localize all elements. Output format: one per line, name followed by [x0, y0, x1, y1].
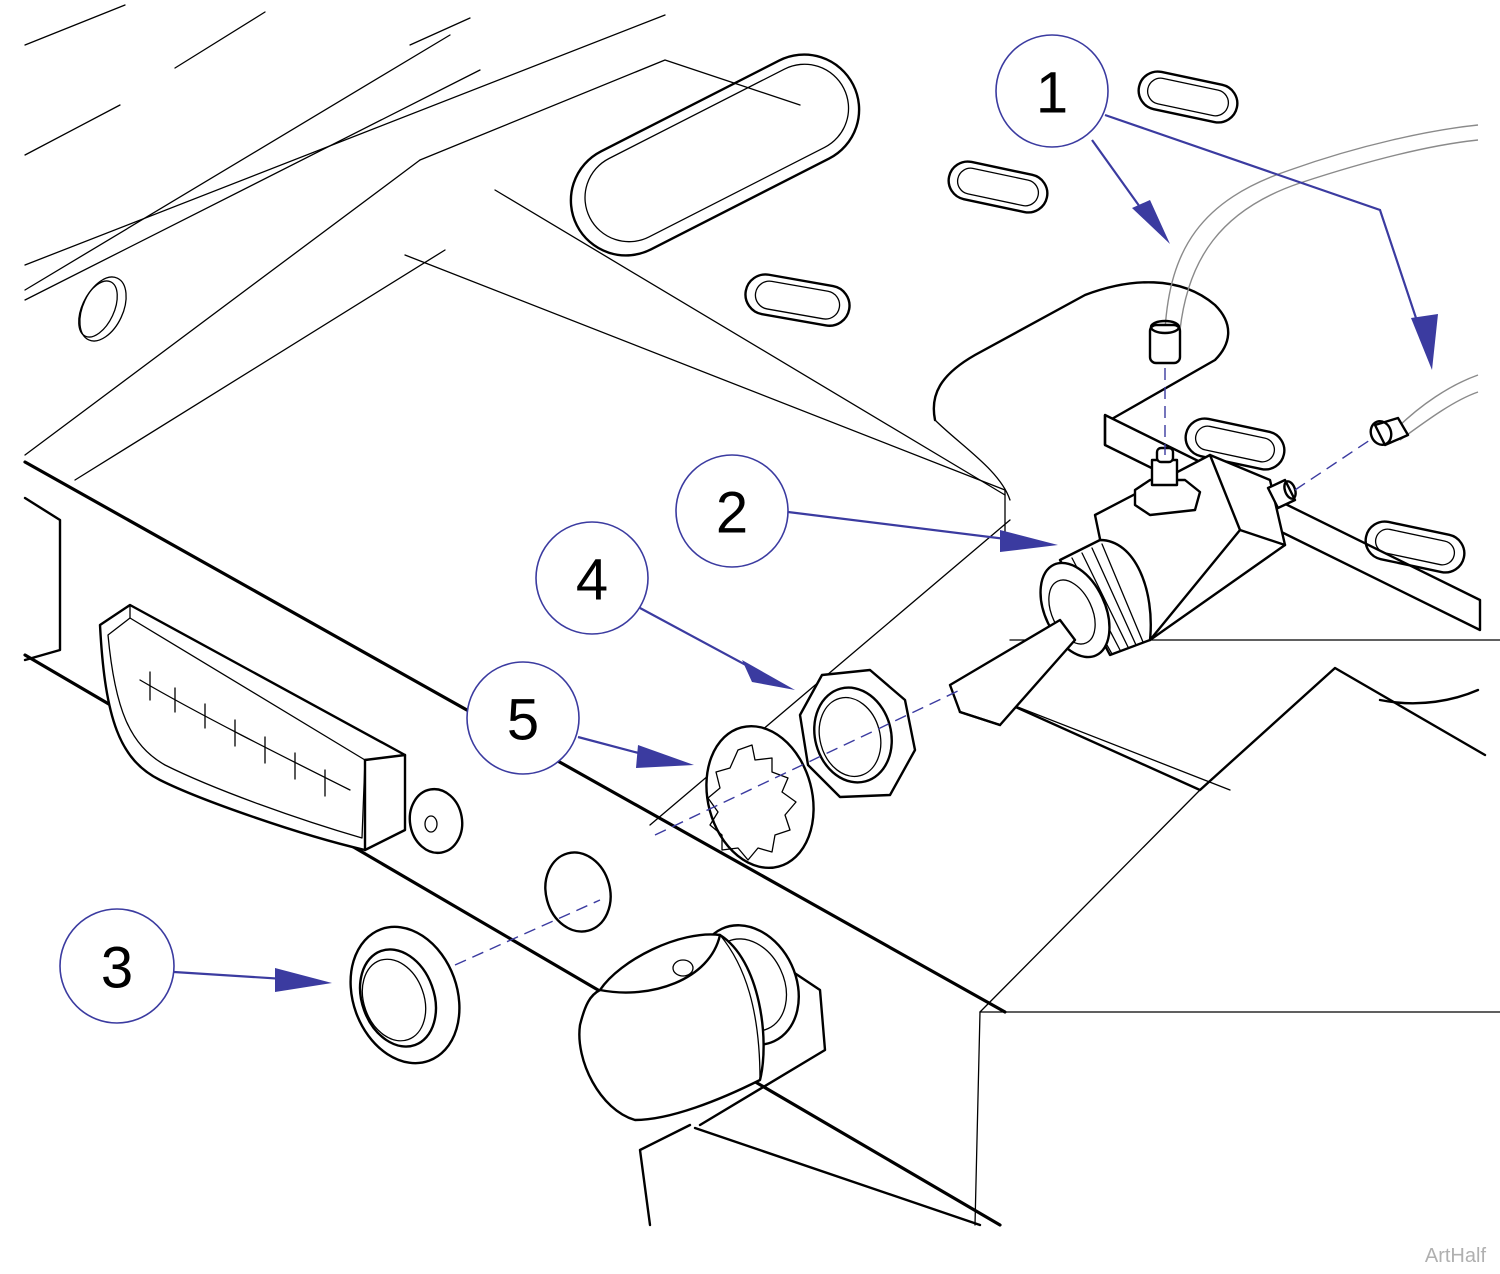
callout-label-5: 5	[507, 688, 539, 753]
callout-label-1: 1	[1036, 61, 1068, 126]
callout-4: 4	[535, 521, 795, 690]
callout-5: 5	[466, 661, 694, 775]
panel-hole	[544, 851, 612, 933]
part-2-toggle-valve	[948, 446, 1297, 727]
assembly-axis-lines	[454, 368, 1371, 966]
callout-label-4: 4	[576, 548, 608, 613]
part-5-lock-washer	[705, 724, 815, 870]
indicator-lamp	[408, 787, 464, 855]
watermark-text: ArtHalf	[1424, 1245, 1486, 1267]
part-3-bushing	[349, 925, 461, 1065]
callout-1: 1	[995, 34, 1438, 370]
part-1-tubing	[1148, 124, 1479, 447]
callout-2: 2	[675, 454, 1058, 568]
control-knob	[578, 924, 800, 1122]
gauge-scale-ticks	[139, 671, 351, 797]
part-4-hex-nut	[798, 668, 917, 799]
gauge-window	[98, 603, 407, 852]
top-slot-large	[569, 53, 861, 257]
callout-3: 3	[59, 908, 332, 1024]
callout-label-2: 2	[716, 481, 748, 546]
callout-label-3: 3	[101, 936, 133, 1001]
